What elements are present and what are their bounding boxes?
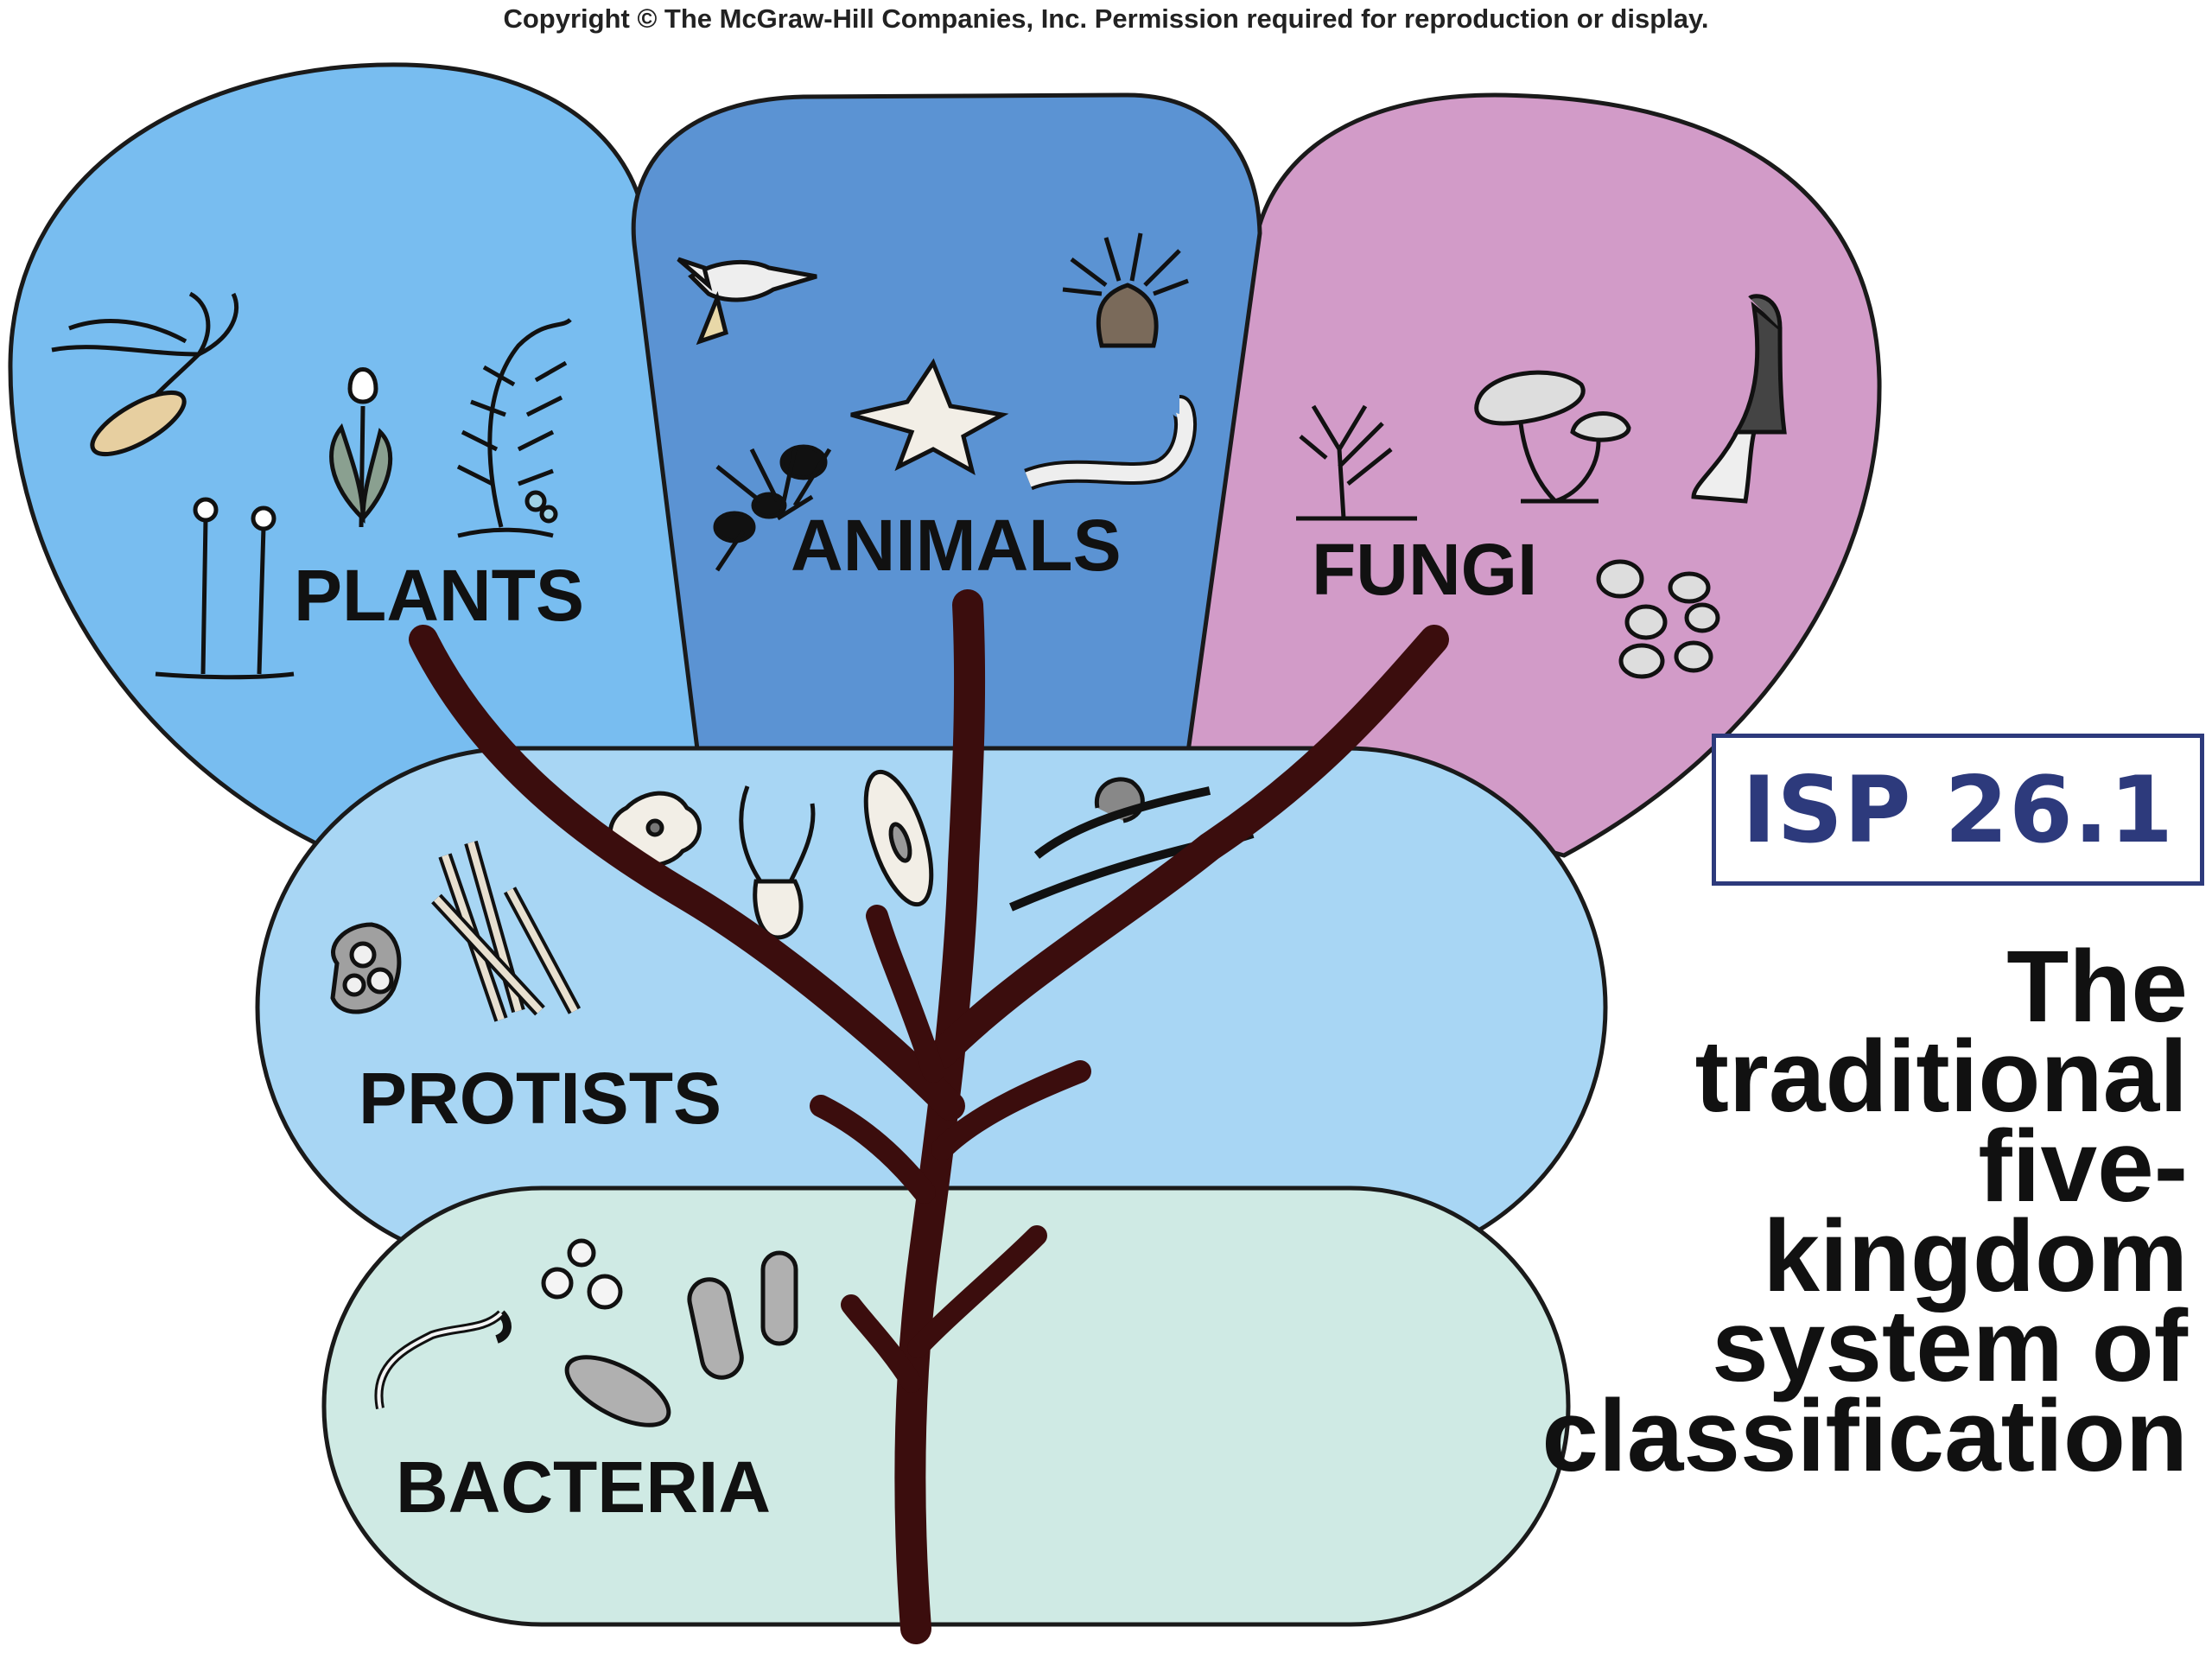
fern-icon — [51, 291, 239, 457]
hummingbird-icon — [677, 257, 817, 346]
animals-label: ANIMALS — [791, 505, 1122, 586]
branch-fungi — [927, 625, 1449, 1069]
phylogenetic-tree — [409, 589, 1449, 1644]
bacillus-icon — [564, 1250, 798, 1427]
branch-protists — [810, 1095, 936, 1204]
sea-anemone-icon — [1062, 232, 1189, 348]
isp-label-box: ISP 26.1 — [1712, 734, 2204, 886]
isp-label: ISP 26.1 — [1742, 756, 2174, 863]
protist-icons — [330, 769, 1255, 1022]
caption-line: kingdom — [1763, 1199, 2188, 1313]
filament-algae-icon — [431, 840, 582, 1022]
caption-line: The — [2006, 930, 2188, 1044]
branch-bacteria — [907, 1225, 1047, 1358]
tulip-icon — [329, 367, 393, 528]
diagram-caption: The traditional five- kingdom system of … — [1410, 930, 2188, 1493]
starfish-icon — [850, 358, 1009, 475]
branch-plants — [409, 625, 965, 1121]
coccus-icon — [541, 1238, 623, 1310]
caption-line: classification — [1541, 1379, 2188, 1493]
worm-icon — [1024, 395, 1197, 491]
leafy-fern-icon — [456, 318, 572, 538]
bacteria-region — [321, 1185, 1571, 1627]
mushroom-cluster-icon — [1474, 370, 1631, 504]
caption-line: traditional — [1694, 1020, 2188, 1134]
caption-line: five- — [1978, 1109, 2188, 1224]
morel-icon — [1691, 294, 1787, 504]
animal-icons — [677, 232, 1197, 572]
euglena-icon — [739, 785, 816, 940]
paramecium-icon — [863, 769, 934, 907]
caption-line: system of — [1712, 1289, 2188, 1403]
diatom-icon — [330, 922, 402, 1014]
plants-label: PLANTS — [294, 555, 584, 636]
plant-icons — [51, 291, 572, 680]
protists-label: PROTISTS — [359, 1058, 721, 1139]
ant-icon — [713, 444, 832, 572]
copyright-notice: Copyright © The McGraw-Hill Companies, I… — [503, 3, 1709, 34]
fungi-icons — [1296, 294, 1787, 679]
horsetail-icon — [155, 497, 295, 680]
plants-region — [8, 62, 702, 859]
fungi-label: FUNGI — [1312, 529, 1537, 610]
bacteria-label: BACTERIA — [396, 1446, 771, 1528]
mold-icon — [1296, 404, 1417, 521]
bacteria-icons — [374, 1238, 798, 1427]
lichen-icon — [1596, 559, 1720, 679]
